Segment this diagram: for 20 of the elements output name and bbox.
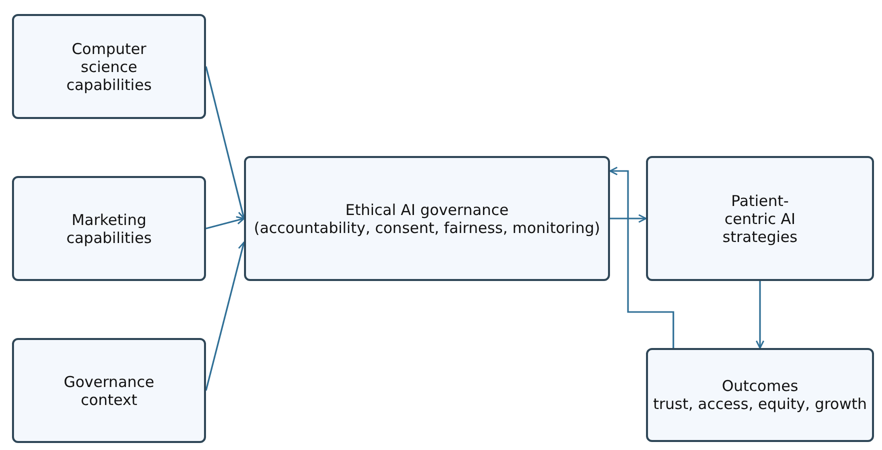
box-label: Computer science capabilities bbox=[65, 40, 153, 94]
arrow bbox=[756, 281, 764, 349]
process-box bbox=[12, 176, 206, 281]
arrow bbox=[205, 66, 246, 220]
box-label: trust, access, equity, growth bbox=[653, 395, 867, 413]
box-label: (accountability, consent, fairness, monitoring) bbox=[254, 218, 600, 236]
box-label: Marketing capabilities bbox=[65, 210, 153, 246]
box-label: Governance context bbox=[64, 372, 154, 408]
process-box bbox=[244, 156, 610, 281]
box-label: Outcomes bbox=[722, 377, 798, 395]
arrow bbox=[609, 166, 674, 348]
box-label: Ethical AI governance bbox=[345, 200, 509, 218]
process-box bbox=[12, 14, 206, 119]
process-box bbox=[646, 156, 874, 281]
arrow bbox=[206, 216, 245, 230]
arrow bbox=[205, 242, 246, 391]
arrow bbox=[610, 214, 647, 223]
process-box bbox=[646, 348, 874, 442]
process-box bbox=[12, 338, 206, 443]
box-label: Patient-centric AI strategies bbox=[722, 192, 798, 246]
